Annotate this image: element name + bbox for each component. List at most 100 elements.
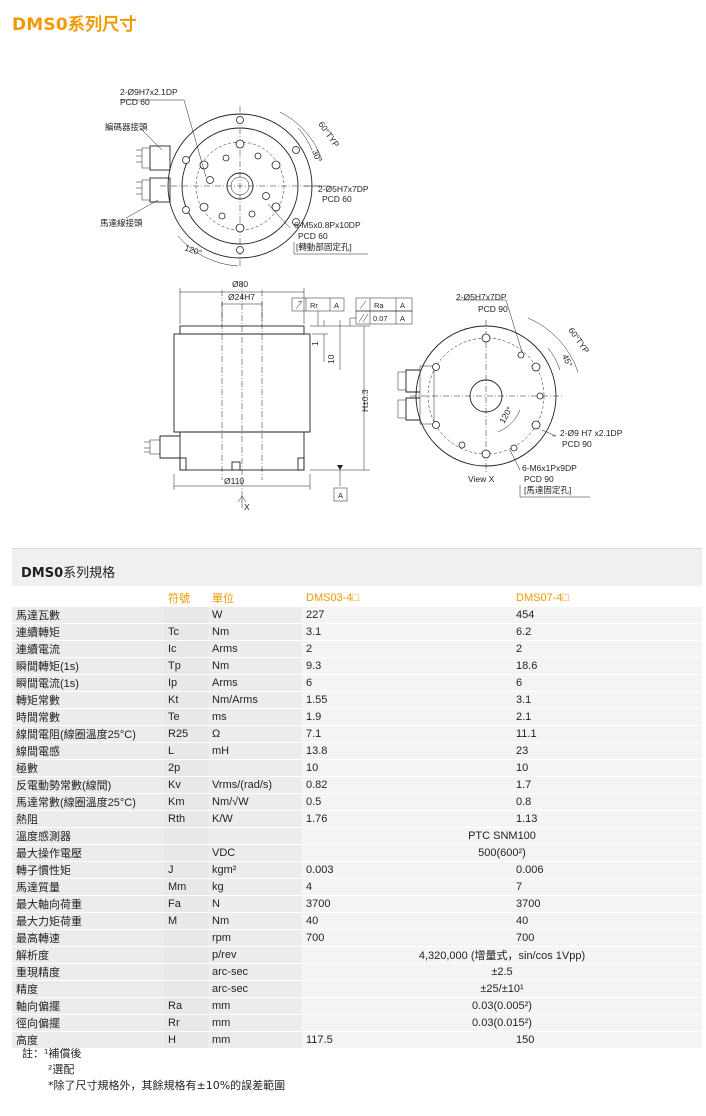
spec-header-cell: 單位 xyxy=(208,590,302,607)
spec-cell: 熱阻 xyxy=(12,810,164,828)
tol-007-label: 0.07 xyxy=(373,314,388,323)
spec-cell: 連續轉矩 xyxy=(12,623,164,641)
tol-rr-label: Rr xyxy=(310,301,318,310)
spec-cell: Nm xyxy=(208,657,302,675)
spec-cell: L xyxy=(164,742,208,760)
b-holes-m6-pcd-label: PCD 90 xyxy=(524,474,554,484)
b-holes-5-pcd-label: PCD 90 xyxy=(478,304,508,314)
spec-cell: 0.5 xyxy=(302,793,512,811)
spec-cell: Kt xyxy=(164,691,208,709)
spec-cell: p/rev xyxy=(208,946,302,964)
spec-title-rest: 系列規格 xyxy=(63,566,116,581)
spec-cell: 454 xyxy=(512,606,702,624)
spec-cell: 轉矩常數 xyxy=(12,691,164,709)
spec-cell: 7.1 xyxy=(302,725,512,743)
view-x: 2-Ø5H7x7DP PCD 90 60°TYP 45° 120° 2-Ø9 H… xyxy=(397,292,623,498)
spec-cell: Rth xyxy=(164,810,208,828)
spec-row: 溫度感測器 PTC SNM100 xyxy=(12,827,702,845)
spec-cell: Nm xyxy=(208,623,302,641)
spec-cell: 700 xyxy=(512,929,702,947)
spec-cell: 4,320,000 (增量式，sin/cos 1Vpp) xyxy=(302,946,702,964)
spec-cell: 700 xyxy=(302,929,512,947)
holes-5-label: 2-Ø5H7x7DP xyxy=(318,184,369,194)
spec-cell: 最大操作電壓 xyxy=(12,844,164,862)
dim-10-label: 10 xyxy=(326,354,336,364)
b-angle-45-label: 45° xyxy=(560,353,574,369)
note-line-3: *除了尺寸規格外，其餘規格有±10%的誤差範圍 xyxy=(48,1079,286,1092)
spec-cell: 2 xyxy=(302,640,512,658)
dim-h-label: H±0.3 xyxy=(360,389,370,412)
spec-cell: PTC SNM100 xyxy=(302,827,702,845)
spec-cell: arc-sec xyxy=(208,963,302,981)
spec-cell: Te xyxy=(164,708,208,726)
spec-cell: 40 xyxy=(512,912,702,930)
page-title: DMS0系列尺寸 xyxy=(12,15,137,35)
view-x-arrow-label: X xyxy=(244,502,250,512)
spec-cell: 2 xyxy=(512,640,702,658)
spec-cell xyxy=(208,759,302,777)
spec-cell xyxy=(164,946,208,964)
spec-section-header: DMS0系列規格 xyxy=(12,548,702,586)
dia-24-label: Ø24H7 xyxy=(228,292,255,302)
footnotes: 註：¹補償後 ²選配 *除了尺寸規格外，其餘規格有±10%的誤差範圍 xyxy=(22,1046,285,1094)
spec-cell: mm xyxy=(208,997,302,1015)
spec-cell: 11.1 xyxy=(512,725,702,743)
spec-title-bold: DMS0 xyxy=(21,566,64,581)
spec-cell: 0.03(0.005²) xyxy=(302,997,702,1015)
b-holes-9-pcd-label: PCD 90 xyxy=(562,439,592,449)
spec-cell: 解析度 xyxy=(12,946,164,964)
spec-cell: 溫度感測器 xyxy=(12,827,164,845)
note-line-2: ²選配 xyxy=(48,1063,75,1076)
spec-row: 重現精度 arc-sec±2.5 xyxy=(12,963,702,981)
spec-header-cell xyxy=(12,590,164,607)
spec-cell: 0.003 xyxy=(302,861,512,879)
top-holes-label: 2-Ø9H7x2.1DP xyxy=(120,87,178,97)
spec-cell: W xyxy=(208,606,302,624)
angle-120-label: 120° xyxy=(183,242,203,257)
b-holes-5-label: 2-Ø5H7x7DP xyxy=(456,292,507,302)
tol-a1-label: A xyxy=(334,301,339,310)
tol-ra-label: Ra xyxy=(374,301,384,310)
spec-cell: N xyxy=(208,895,302,913)
spec-cell xyxy=(164,827,208,845)
spec-cell: VDC xyxy=(208,844,302,862)
spec-cell: 馬達常數(線圈溫度25°C) xyxy=(12,793,164,811)
spec-cell: 6 xyxy=(302,674,512,692)
spec-cell: 3700 xyxy=(302,895,512,913)
spec-cell: 重現精度 xyxy=(12,963,164,981)
spec-cell: mm xyxy=(208,1014,302,1032)
spec-cell: 3.1 xyxy=(512,691,702,709)
spec-cell: Ip xyxy=(164,674,208,692)
spec-cell xyxy=(164,606,208,624)
dimension-drawing: 2-Ø9H7x2.1DP PCD 60 編碼器接頭 馬達線接頭 60°TYP 3… xyxy=(100,87,623,512)
spec-cell: 徑向偏擺 xyxy=(12,1014,164,1032)
spec-cell: mm xyxy=(208,1031,302,1049)
spec-cell: 2p xyxy=(164,759,208,777)
holes-m5-note-label: [轉動部固定孔] xyxy=(296,242,352,252)
spec-cell: 23 xyxy=(512,742,702,760)
spec-cell xyxy=(164,980,208,998)
spec-cell: 精度 xyxy=(12,980,164,998)
spec-cell: 線間電感 xyxy=(12,742,164,760)
spec-cell: 1.13 xyxy=(512,810,702,828)
spec-cell: Tc xyxy=(164,623,208,641)
spec-cell: 117.5 xyxy=(302,1031,512,1049)
spec-cell: 反電動勢常數(線間) xyxy=(12,776,164,794)
spec-cell: Arms xyxy=(208,640,302,658)
spec-cell: ±2.5 xyxy=(302,963,702,981)
spec-header-cell: DMS07-4□ xyxy=(512,590,702,607)
spec-cell: M xyxy=(164,912,208,930)
spec-cell: Mm xyxy=(164,878,208,896)
